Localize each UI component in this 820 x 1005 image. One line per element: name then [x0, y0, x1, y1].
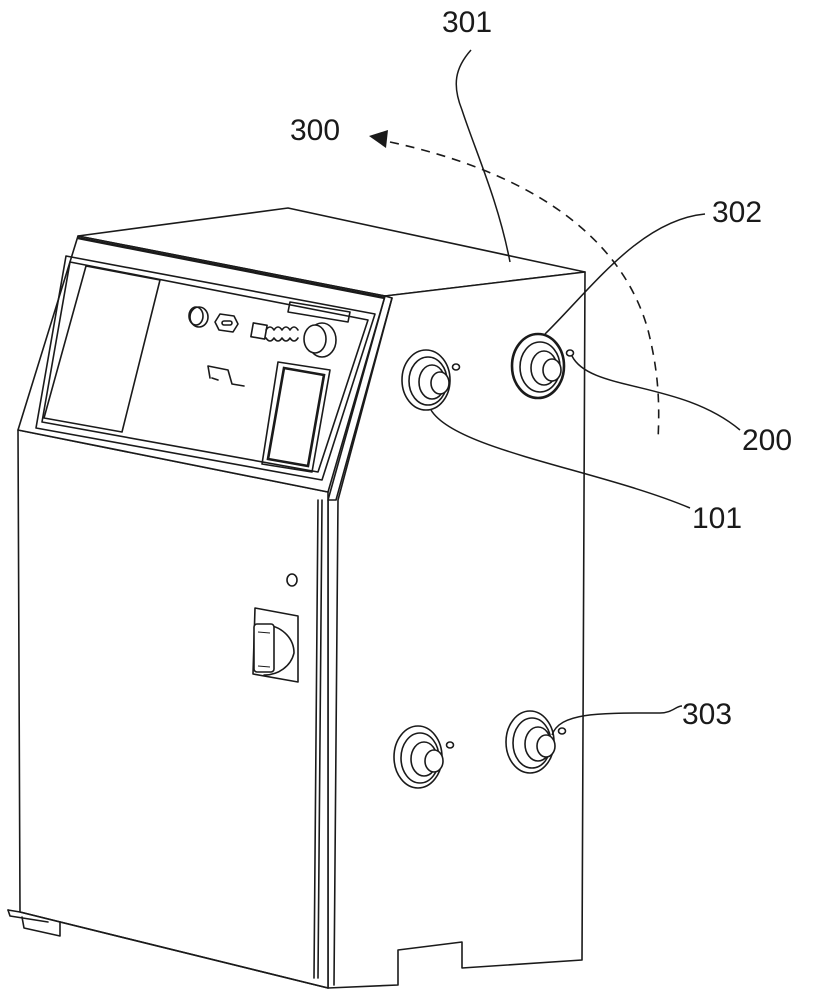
label-strip — [287, 301, 351, 323]
panel-inner-frame-2 — [41, 261, 369, 473]
leader-303 — [551, 705, 683, 736]
display-window — [43, 265, 161, 433]
label-101: 101 — [692, 502, 742, 535]
panel-side-edge-2 — [333, 297, 393, 986]
panel-top-edge — [77, 236, 386, 300]
door-lock[interactable] — [252, 607, 299, 683]
leader-301 — [455, 49, 511, 263]
label-300: 300 — [290, 114, 340, 147]
label-301: 301 — [442, 6, 492, 39]
arrowhead-icon — [369, 130, 388, 148]
hex-switch[interactable] — [214, 313, 239, 333]
card-slot-inner — [266, 366, 326, 468]
base-front — [7, 909, 329, 989]
card-slot-outer — [261, 361, 331, 473]
connector-body — [250, 322, 268, 340]
label-303: 303 — [682, 698, 732, 731]
label-200: 200 — [742, 424, 792, 457]
round-button-back — [188, 306, 204, 326]
control-panel — [17, 235, 386, 493]
base-lip — [7, 909, 49, 923]
connector-port-lower-left[interactable] — [393, 725, 455, 789]
door-edge-2 — [317, 499, 323, 979]
panel-inner-frame — [35, 255, 376, 481]
connector-port-101[interactable] — [401, 349, 461, 411]
leader-302 — [544, 213, 706, 335]
door-edge — [313, 499, 319, 979]
door-indicator — [286, 573, 298, 587]
handle-symbol — [207, 365, 245, 387]
leader-200 — [571, 355, 741, 431]
cabinet-front — [17, 429, 329, 989]
hex-switch-slot — [221, 320, 233, 326]
connector-port-303[interactable] — [505, 710, 567, 774]
label-302: 302 — [712, 196, 762, 229]
panel-side-edge — [327, 295, 393, 501]
cabinet-body — [7, 207, 586, 989]
leader-101 — [430, 409, 691, 509]
control-knob[interactable] — [303, 324, 327, 354]
connector-port-302[interactable] — [510, 332, 575, 400]
base-foot — [21, 916, 61, 937]
connector-ribs — [265, 326, 299, 342]
